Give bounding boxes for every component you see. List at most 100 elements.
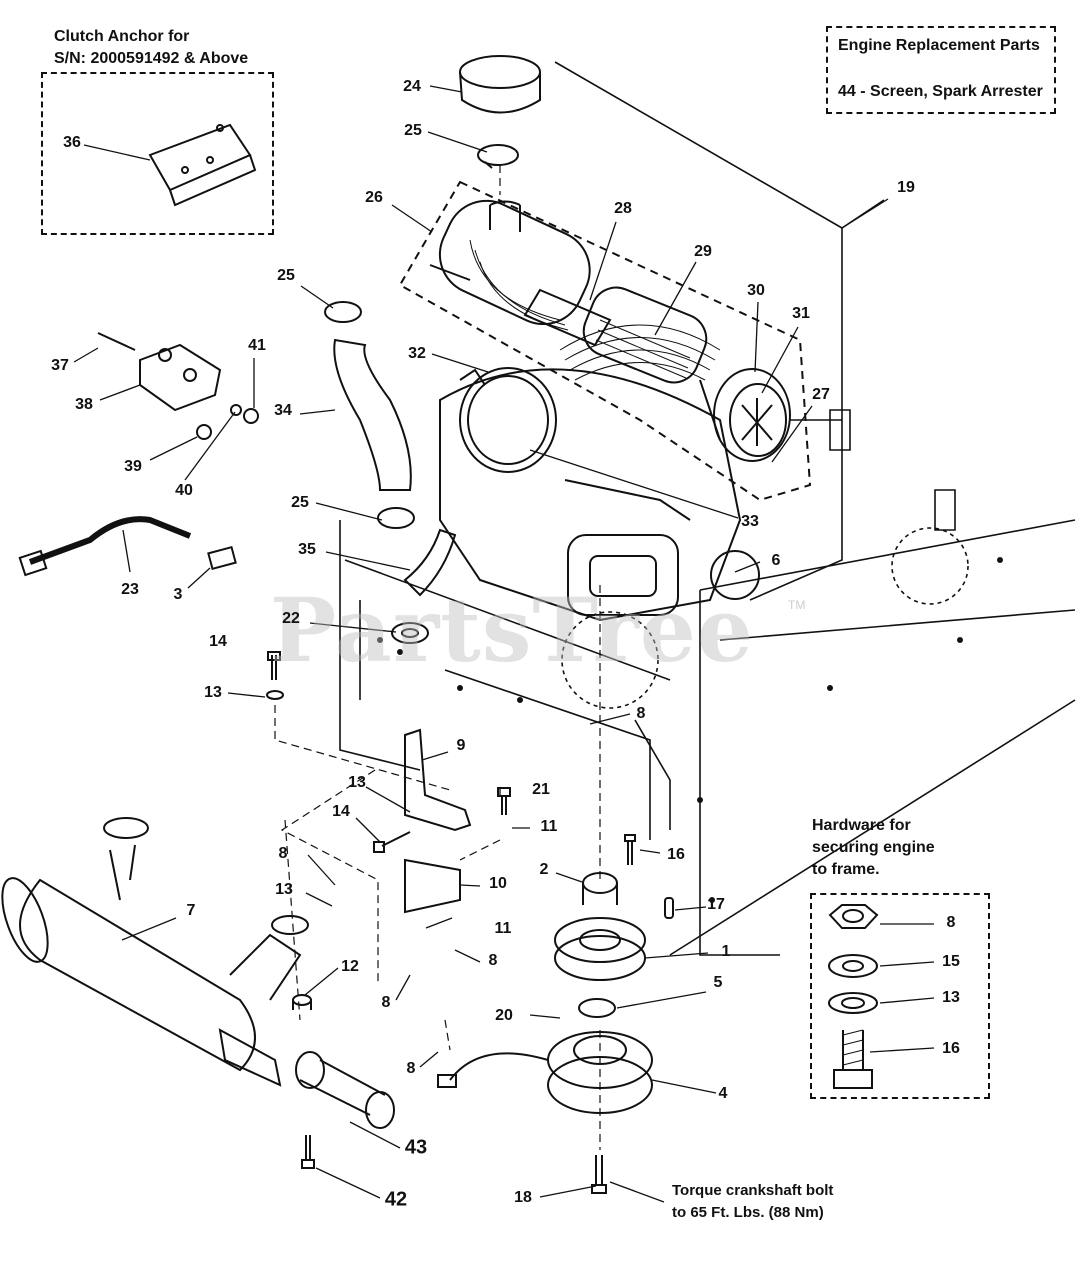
callout-29: 29: [694, 243, 712, 260]
callout-13-upper: 13: [204, 684, 222, 701]
intake-ring-32: [459, 367, 557, 473]
callout-13-bracket: 13: [348, 774, 366, 791]
callout-25-top: 25: [404, 122, 422, 139]
mower-frame: [339, 61, 1076, 956]
bracket-9: [404, 728, 472, 832]
torque-note-2: to 65 Ft. Lbs. (88 Nm): [672, 1204, 824, 1221]
callout-13-hardware: 13: [942, 989, 960, 1006]
bolt-21: [497, 787, 511, 815]
callout-22: 22: [282, 610, 300, 627]
callout-28: 28: [614, 200, 632, 217]
callout-9: 9: [456, 737, 466, 754]
callout-26: 26: [365, 189, 383, 206]
rain-cap-24: [459, 55, 541, 114]
hose-34: [333, 338, 412, 491]
frame-bolt-holes: [377, 557, 1003, 903]
air-filter-element: [523, 286, 708, 384]
callout-4: 4: [718, 1085, 728, 1102]
torque-note-1: Torque crankshaft bolt: [672, 1182, 834, 1199]
air-filter-group-box: [398, 180, 812, 502]
tailpipe-43: [295, 1051, 395, 1129]
callout-5: 5: [713, 974, 723, 991]
clutch-anchor-36: [148, 123, 257, 207]
callout-12: 12: [341, 958, 359, 975]
callout-25-low: 25: [291, 494, 309, 511]
callout-38: 38: [75, 396, 93, 413]
callout-40: 40: [175, 482, 193, 499]
assembly-centerlines: [274, 165, 601, 1150]
callout-8-hardware: 8: [946, 914, 956, 931]
callout-39: 39: [124, 458, 142, 475]
callout-35: 35: [298, 541, 316, 558]
callout-15: 15: [942, 953, 960, 970]
callout-17: 17: [707, 896, 725, 913]
watermark: PartsTree: [270, 578, 754, 682]
callout-7: 7: [186, 902, 196, 919]
bolt-16-mid: [624, 834, 636, 865]
bolt-18: [591, 1155, 607, 1194]
replacement-parts-box: [826, 26, 1056, 114]
callout-8-lower: 8: [381, 994, 391, 1011]
hardware-icons: [828, 904, 879, 1089]
engine-body: [439, 324, 760, 622]
callout-8-muffler: 8: [278, 845, 288, 862]
grommet-22: [391, 622, 429, 644]
spacer-12: [292, 994, 312, 1010]
callout-33: 33: [741, 513, 759, 530]
clutch-anchor-title-2: S/N: 2000591492 & Above: [54, 50, 249, 67]
muffler-7: [1, 817, 309, 1087]
leader-lines: [73, 85, 935, 1203]
callout-8-clutch: 8: [406, 1060, 416, 1077]
callout-2: 2: [539, 861, 549, 878]
bolt-14-upper: [267, 651, 281, 680]
callout-16-hardware: 16: [942, 1040, 960, 1057]
callout-16-mid: 16: [667, 846, 685, 863]
pulley-1: [554, 917, 646, 981]
callout-25-mid: 25: [277, 267, 295, 284]
bolt-14-lower: [373, 831, 411, 853]
callout-14-lower: 14: [332, 803, 350, 820]
callout-1: 1: [721, 943, 731, 960]
callout-19: 19: [897, 179, 915, 196]
fitting-3: [207, 545, 237, 571]
callout-21: 21: [532, 781, 550, 798]
key-17: [664, 897, 674, 919]
callout-41: 41: [248, 337, 266, 354]
electric-clutch-4: [437, 1031, 653, 1114]
callout-18: 18: [514, 1189, 532, 1206]
hose-clamps: [324, 301, 415, 529]
fuel-line-23: [18, 516, 192, 577]
callout-32: 32: [408, 345, 426, 362]
clutch-anchor-title-1: Clutch Anchor for: [54, 28, 190, 45]
hardware-box: [810, 893, 990, 1099]
callout-30: 30: [747, 282, 765, 299]
callout-13-muffler: 13: [275, 881, 293, 898]
hardware-title-1: Hardware for: [812, 817, 911, 834]
hardware-title-2: securing engine: [812, 839, 935, 856]
callout-27: 27: [812, 386, 830, 403]
callout-10: 10: [489, 875, 507, 892]
callout-6: 6: [771, 552, 781, 569]
air-filter-cap: [699, 368, 791, 462]
air-filter-housing: [429, 199, 591, 331]
callout-14-upper: 14: [209, 633, 227, 650]
washer-5: [578, 998, 616, 1018]
screw-42: [301, 1135, 315, 1169]
callout-36: 36: [63, 134, 81, 151]
callout-37: 37: [51, 357, 69, 374]
hose-35: [403, 528, 457, 597]
clutch-anchor-box: [41, 72, 274, 235]
replacement-parts-title: Engine Replacement Parts: [838, 37, 1040, 54]
hardware-title-3: to frame.: [812, 861, 880, 878]
washer-13-upper: [266, 690, 284, 700]
callout-23: 23: [121, 581, 139, 598]
small-hardware-39-41: [196, 404, 259, 440]
callout-42: 42: [384, 1188, 408, 1211]
watermark-trademark: TM: [788, 598, 806, 612]
callout-20: 20: [495, 1007, 513, 1024]
callout-8-bracket: 8: [488, 952, 498, 969]
callout-3: 3: [173, 586, 183, 603]
callout-34: 34: [274, 402, 292, 419]
callout-8-engine: 8: [636, 705, 646, 722]
